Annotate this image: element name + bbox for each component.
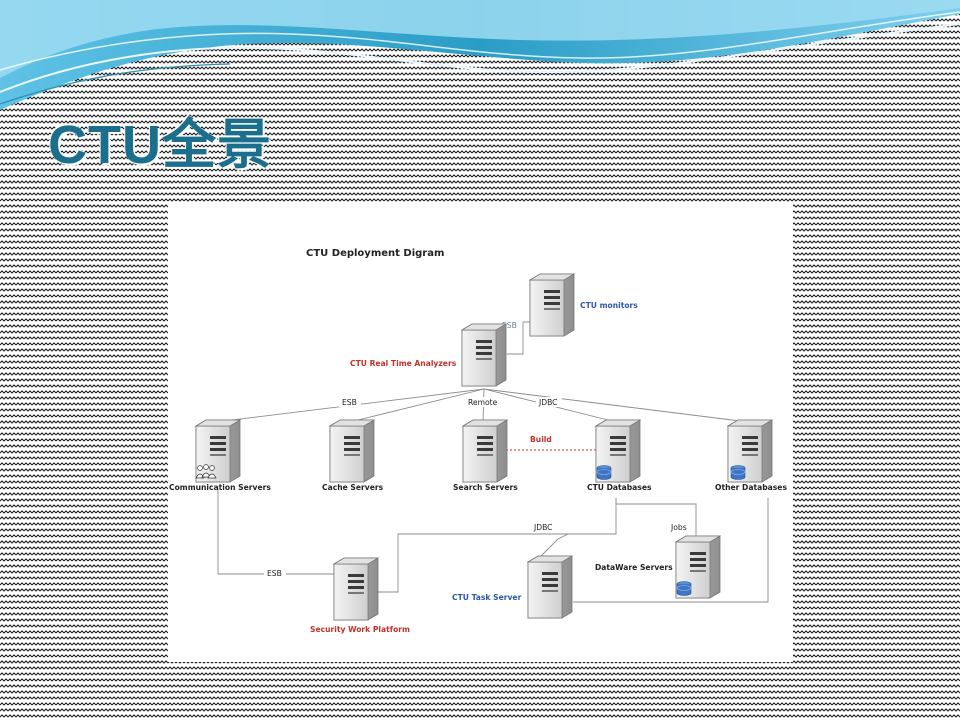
other-databases-db-icon xyxy=(730,465,746,480)
node-label-task-server: CTU Task Server xyxy=(452,593,522,602)
security-platform-server-icon xyxy=(333,557,379,621)
edge-label-esb-monitor: ESB xyxy=(502,321,517,330)
edge-label-jdbc-db: JDBC xyxy=(538,398,557,407)
connectors xyxy=(215,321,769,603)
edge-label-remote: Remote xyxy=(468,398,498,407)
edge-label-jdbc-task: JDBC xyxy=(533,523,552,532)
edge-label-jobs: Jobs xyxy=(670,523,687,532)
node-label-dataware: DataWare Servers xyxy=(595,563,673,572)
communication-server-icon xyxy=(195,419,241,483)
node-label-search: Search Servers xyxy=(453,483,518,492)
edge-label-esb-security: ESB xyxy=(267,569,282,578)
node-label-ctu-databases: CTU Databases xyxy=(587,483,652,492)
monitors-server-icon xyxy=(529,273,575,337)
node-label-security-platform: Security Work Platform xyxy=(310,625,410,634)
deployment-diagram: CTU Deployment Digram xyxy=(169,248,787,634)
node-label-analyzers: CTU Real Time Analyzers xyxy=(350,359,457,368)
task-server-icon xyxy=(527,555,573,619)
analyzers-server-icon xyxy=(461,323,507,387)
dataware-db-icon xyxy=(676,581,692,596)
edge-label-build: Build xyxy=(530,435,552,444)
node-label-other-databases: Other Databases xyxy=(715,483,787,492)
node-label-cache: Cache Servers xyxy=(322,483,384,492)
slide-title: CTU全景 xyxy=(48,115,272,175)
users-icon xyxy=(195,464,217,479)
diagram-panel: CTU Deployment Digram xyxy=(168,204,793,662)
cache-server-icon xyxy=(329,419,375,483)
node-label-monitors: CTU monitors xyxy=(580,301,638,310)
diagram-title: CTU Deployment Digram xyxy=(306,248,444,259)
search-server-icon xyxy=(462,419,508,483)
ctu-databases-db-icon xyxy=(596,465,612,480)
node-label-communication: Communication Servers xyxy=(169,483,271,492)
edge-label-esb-comm: ESB xyxy=(342,398,357,407)
